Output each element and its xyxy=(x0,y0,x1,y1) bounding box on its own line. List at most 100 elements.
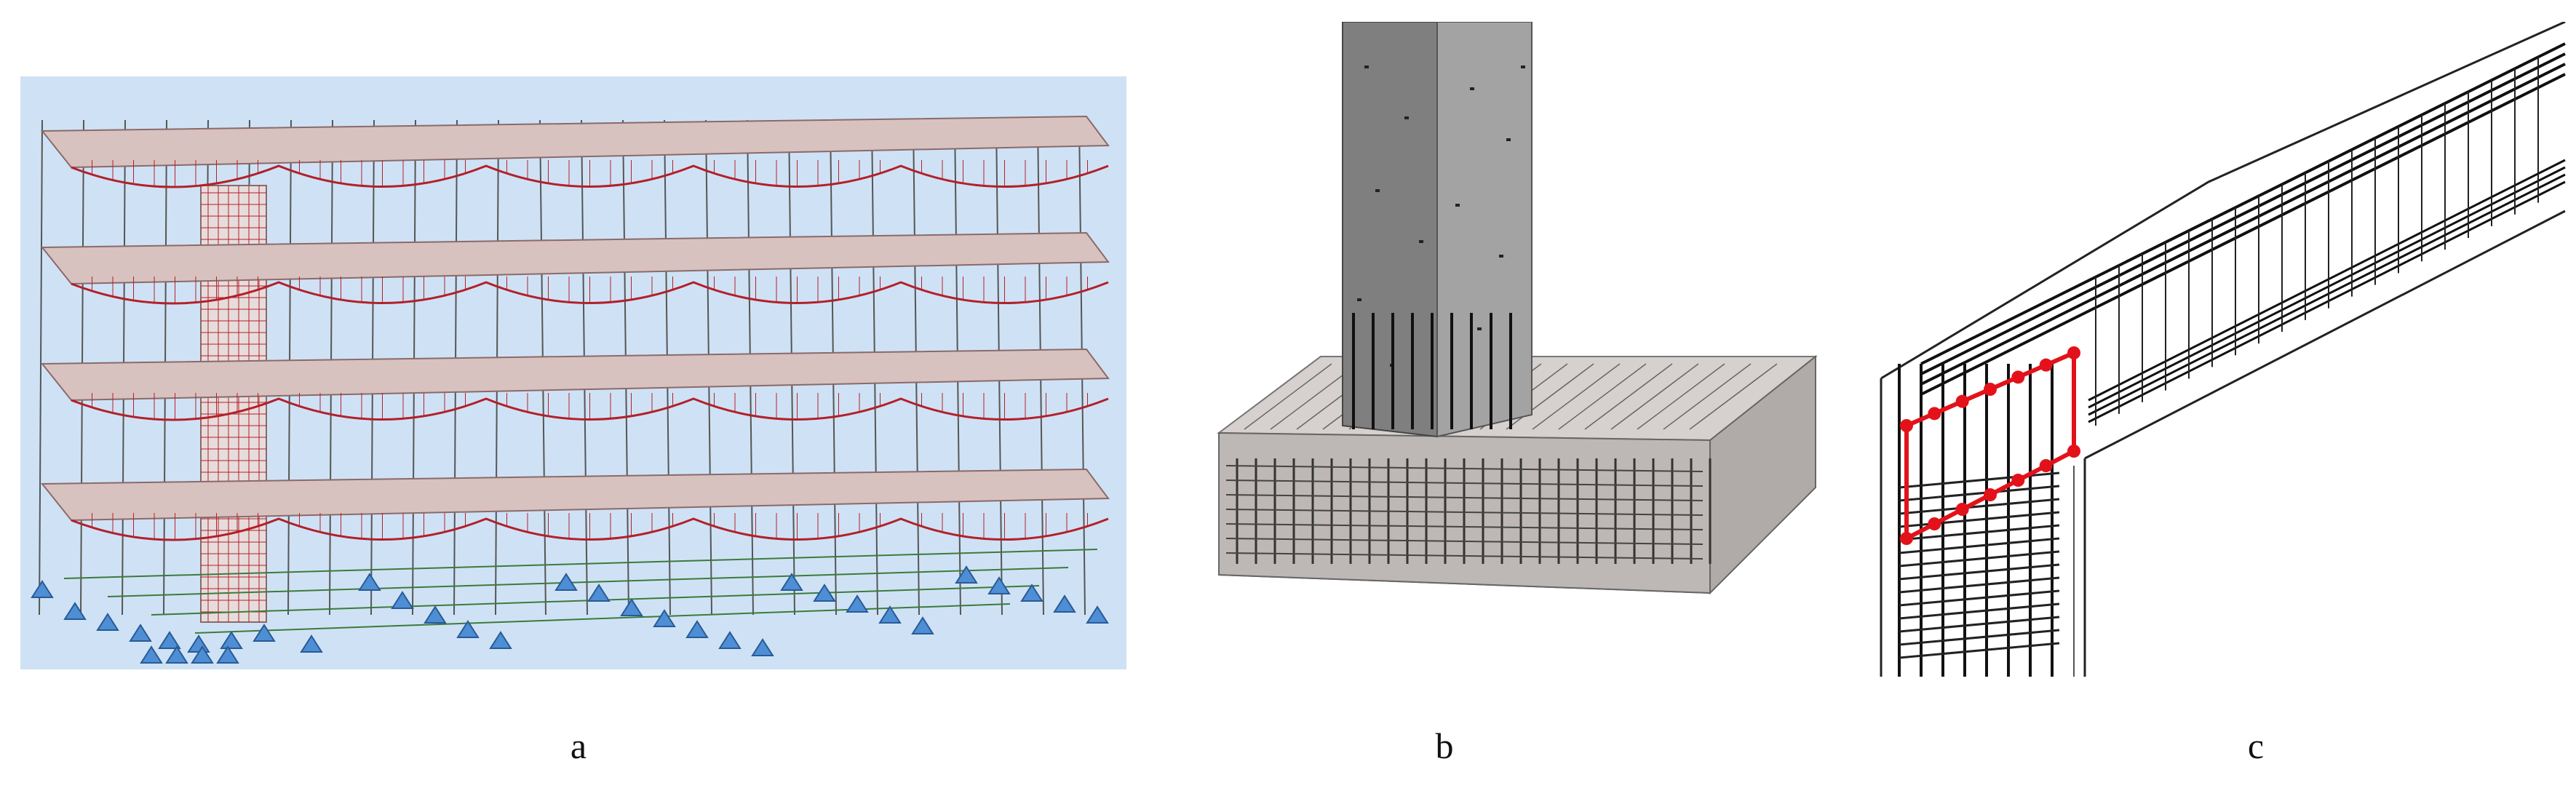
support-icon xyxy=(489,631,512,649)
support-icon xyxy=(751,638,774,656)
support-icon xyxy=(1086,605,1109,624)
support-icon xyxy=(391,591,414,609)
highlighted-tie-node xyxy=(1955,394,1969,408)
column-tie xyxy=(1899,616,2060,633)
support-icon xyxy=(587,584,611,602)
support-icon xyxy=(31,580,54,598)
footing-bar-h xyxy=(1225,494,1704,501)
support-icon xyxy=(63,602,87,620)
column-tie xyxy=(1899,471,2060,489)
beam-bottom-bar xyxy=(2088,173,2566,416)
slab-plate xyxy=(40,115,1110,169)
footing-top-bar xyxy=(1584,363,1673,430)
surface-dot xyxy=(1375,189,1380,192)
column-tie xyxy=(1899,602,2060,620)
column-tie xyxy=(1899,485,2060,502)
support-icon xyxy=(253,624,276,642)
support-icon xyxy=(300,634,323,653)
surface-dot xyxy=(1419,240,1423,243)
column-front-face xyxy=(1342,22,1438,438)
support-icon xyxy=(911,616,934,634)
surface-dot xyxy=(1521,65,1525,68)
beam-bottom-bar xyxy=(2088,180,2566,423)
surface-dot xyxy=(1506,138,1511,141)
footing-top-bar xyxy=(1506,363,1594,430)
support-icon xyxy=(653,609,676,627)
highlighted-tie-node xyxy=(2039,358,2053,372)
column-tie xyxy=(1899,537,2060,554)
caption-a: a xyxy=(570,725,587,766)
support-icon xyxy=(1020,584,1043,602)
support-icon xyxy=(424,605,447,624)
structural-model-graphic xyxy=(20,76,1126,669)
support-icon xyxy=(220,631,243,649)
support-icon xyxy=(685,620,709,638)
column-tie xyxy=(1899,563,2060,581)
footing-top-bar xyxy=(1532,363,1621,430)
ground-grid-line xyxy=(194,603,1011,634)
supports-group xyxy=(31,565,1109,664)
support-icon xyxy=(780,573,803,591)
surface-dot xyxy=(1404,116,1409,119)
column-tie xyxy=(1899,550,2060,568)
highlighted-tie-node xyxy=(1984,488,1997,501)
caption-c: c xyxy=(2247,725,2265,766)
beam-rebar-cage xyxy=(1920,42,2566,426)
support-icon xyxy=(878,605,902,624)
footing-bar-h xyxy=(1225,465,1704,472)
footing-bar-h xyxy=(1225,479,1704,487)
support-icon xyxy=(140,645,163,664)
beam-long-bar xyxy=(1920,42,2566,365)
column-tie xyxy=(1899,524,2060,541)
support-icon xyxy=(129,624,152,642)
support-icon xyxy=(456,620,480,638)
support-icon xyxy=(1053,594,1076,613)
support-icon xyxy=(358,573,381,591)
slab-plate xyxy=(40,231,1110,285)
support-icon xyxy=(191,645,214,664)
support-icon xyxy=(216,645,239,664)
beam-bottom-bar xyxy=(2088,166,2566,409)
panel-c-joint-reinforcement xyxy=(1877,22,2569,677)
highlighted-tie-node xyxy=(2011,370,2025,384)
highlighted-tie-node xyxy=(1928,407,1941,421)
slabs-group xyxy=(40,115,1110,541)
surface-dot xyxy=(1477,327,1482,330)
beam-long-bar xyxy=(1920,52,2566,375)
support-icon xyxy=(554,573,578,591)
footing-top-bar xyxy=(1610,363,1699,430)
highlighted-tie-node xyxy=(2011,474,2025,487)
column-tie xyxy=(1899,576,2060,594)
footing-bar-h xyxy=(1225,523,1704,530)
footing-bar-h xyxy=(1225,552,1704,560)
highlighted-tie-node xyxy=(1984,383,1997,396)
beam-top-outline xyxy=(1880,22,2566,380)
surface-dot xyxy=(1470,87,1474,90)
surface-dot xyxy=(1455,204,1460,207)
column-rebar-cage xyxy=(1898,364,2060,677)
footing-top-bar xyxy=(1689,363,1778,430)
column-starter-bars xyxy=(1352,313,1512,429)
beam-bottom-outline xyxy=(2084,210,2566,460)
highlighted-tie-node xyxy=(2039,459,2053,472)
support-icon xyxy=(813,584,836,602)
surface-dot xyxy=(1364,65,1369,68)
panel-b-column-footing xyxy=(1208,22,1834,637)
support-icon xyxy=(987,576,1011,594)
support-icon xyxy=(165,645,188,664)
beam-long-bar xyxy=(1920,73,2566,396)
footing-bar-h xyxy=(1225,509,1704,516)
highlighted-tie-node xyxy=(1928,517,1941,530)
highlighted-ties xyxy=(1900,346,2080,545)
footing-bar-h xyxy=(1225,538,1704,545)
support-icon xyxy=(620,598,643,616)
surface-dot xyxy=(1499,255,1503,258)
support-icon xyxy=(158,631,181,649)
panel-a-structural-model xyxy=(20,76,1126,669)
footing-top-bar xyxy=(1663,363,1752,430)
column-tie xyxy=(1899,511,2060,528)
column-side-face xyxy=(1436,22,1533,438)
highlighted-tie-node xyxy=(1955,503,1969,516)
footing-top-bar xyxy=(1244,363,1332,430)
beam-long-bar xyxy=(1920,63,2566,386)
